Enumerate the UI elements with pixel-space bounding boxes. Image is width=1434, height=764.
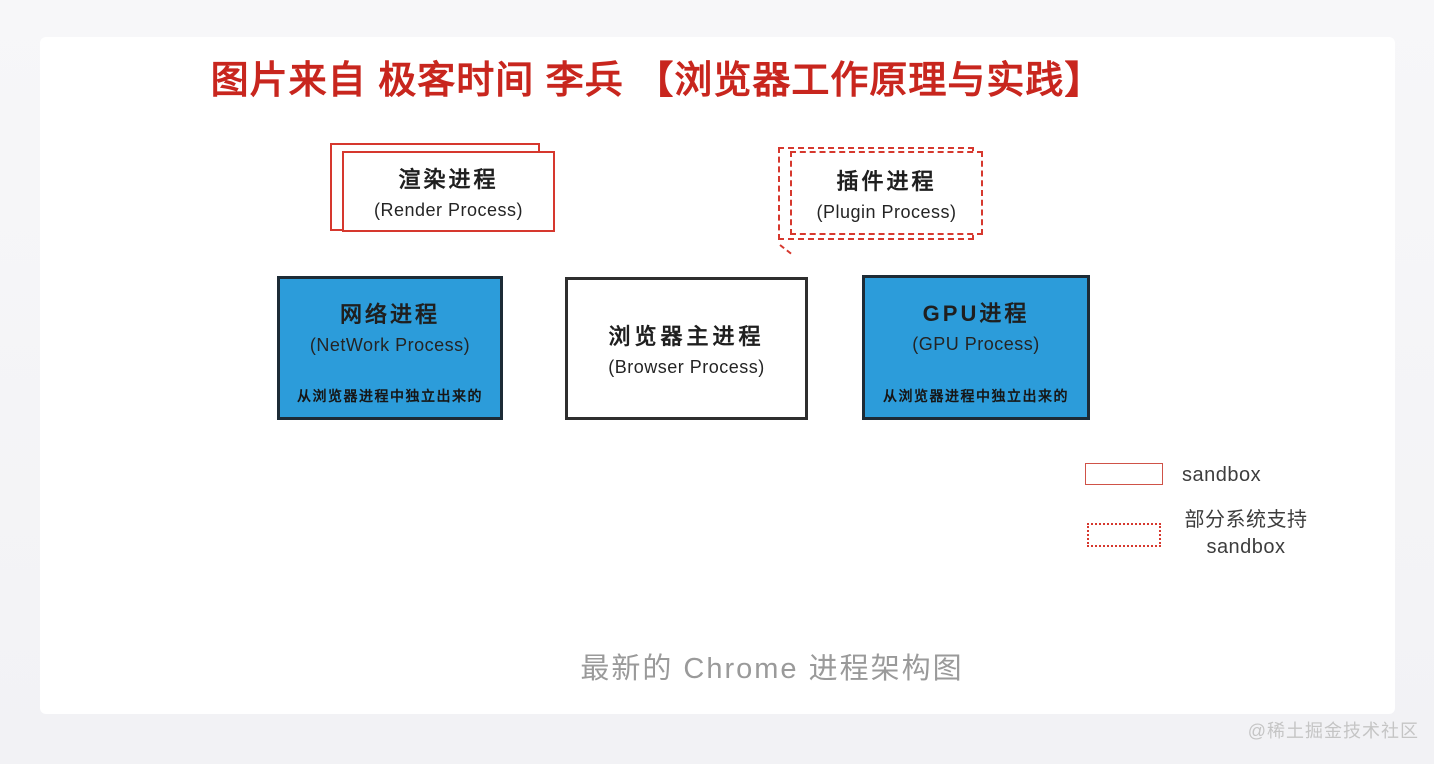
plugin-process-box-tail bbox=[779, 244, 792, 255]
legend-partial-sandbox-label: 部分系统支持 sandbox bbox=[1175, 507, 1317, 561]
page-title: 图片来自 极客时间 李兵 【浏览器工作原理与实践】 bbox=[210, 60, 1104, 102]
legend-partial-sandbox-swatch bbox=[1087, 523, 1161, 547]
network-process-subtitle: (NetWork Process) bbox=[309, 335, 471, 355]
legend-sandbox-label: sandbox bbox=[1182, 464, 1262, 486]
legend-sandbox-swatch bbox=[1085, 463, 1163, 485]
watermark: @稀土掘金技术社区 bbox=[1247, 721, 1419, 741]
browser-process-title: 浏览器主进程 bbox=[608, 324, 765, 349]
legend-partial-sandbox-label-line2: sandbox bbox=[1206, 536, 1286, 558]
gpu-process-box: GPU进程 (GPU Process) 从浏览器进程中独立出来的 bbox=[862, 275, 1090, 420]
plugin-process-box: 插件进程 (Plugin Process) bbox=[778, 144, 1028, 284]
diagram-card: 图片来自 极客时间 李兵 【浏览器工作原理与实践】 渲染进程 (Render P… bbox=[40, 37, 1395, 714]
network-process-box: 网络进程 (NetWork Process) 从浏览器进程中独立出来的 bbox=[277, 276, 503, 420]
gpu-process-subtitle: (GPU Process) bbox=[912, 334, 1040, 354]
render-process-box: 渲染进程 (Render Process) bbox=[327, 143, 567, 278]
gpu-process-title: GPU进程 bbox=[922, 301, 1030, 326]
browser-process-subtitle: (Browser Process) bbox=[608, 357, 765, 377]
browser-process-box: 浏览器主进程 (Browser Process) bbox=[565, 277, 808, 420]
render-process-title: 渲染进程 bbox=[398, 167, 499, 192]
plugin-process-subtitle: (Plugin Process) bbox=[816, 201, 957, 222]
gpu-process-note: 从浏览器进程中独立出来的 bbox=[883, 388, 1069, 404]
legend-partial-sandbox-label-line1: 部分系统支持 bbox=[1184, 509, 1308, 531]
plugin-process-title: 插件进程 bbox=[836, 168, 937, 194]
network-process-note: 从浏览器进程中独立出来的 bbox=[297, 388, 483, 404]
diagram-caption: 最新的 Chrome 进程架构图 bbox=[580, 653, 964, 685]
render-process-subtitle: (Render Process) bbox=[373, 200, 524, 220]
network-process-title: 网络进程 bbox=[339, 302, 440, 327]
